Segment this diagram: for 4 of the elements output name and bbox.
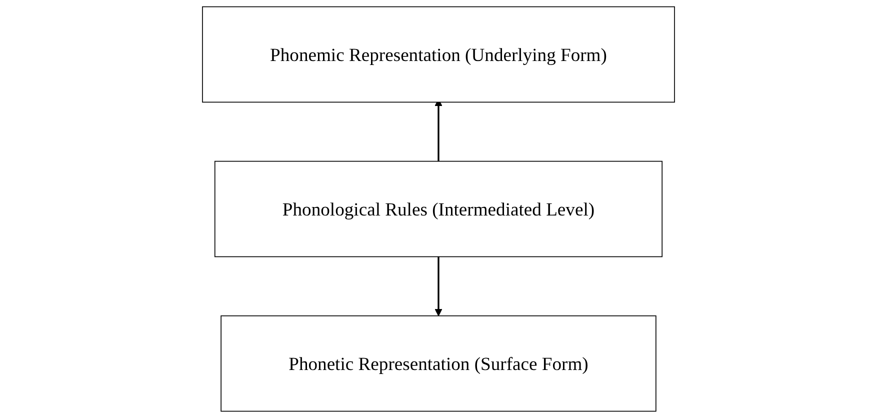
node-box: Phonetic Representation (Surface Form) bbox=[220, 315, 656, 412]
arrow bbox=[434, 256, 442, 316]
node-box: Phonological Rules (Intermediated Level) bbox=[214, 160, 662, 258]
node-box: Phonemic Representation (Underlying Form) bbox=[202, 6, 674, 103]
